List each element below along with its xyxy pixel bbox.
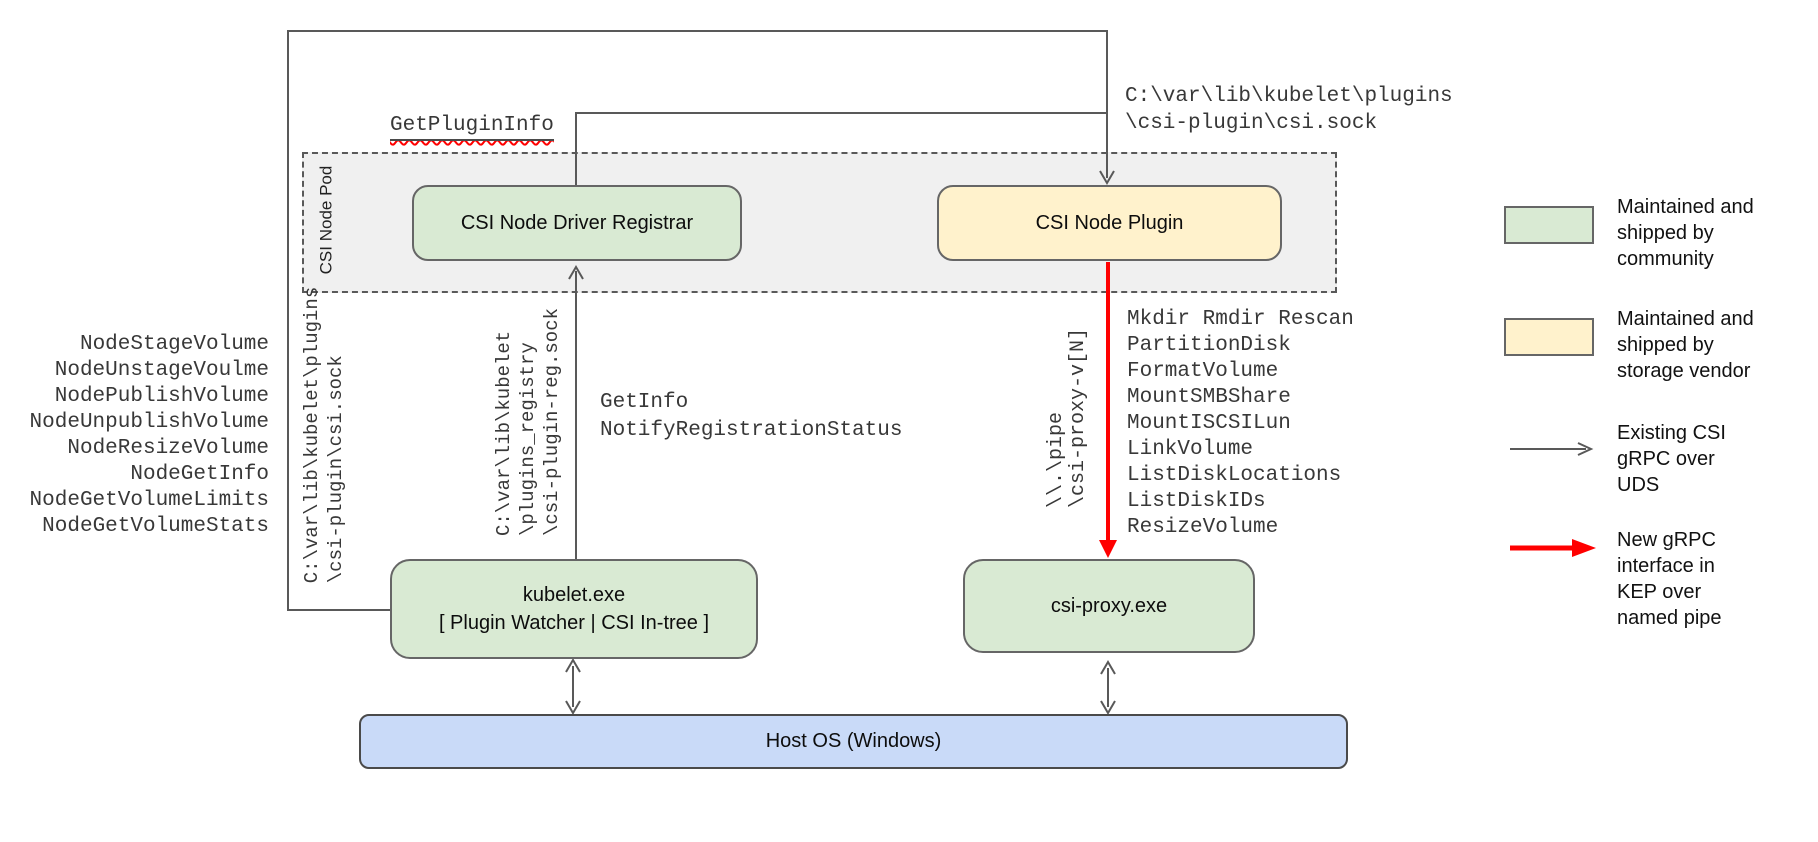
csi-sock-path-top: C:\var\lib\kubelet\plugins \csi-plugin\c…: [1125, 85, 1453, 135]
csi-proxy-label: csi-proxy.exe: [1050, 594, 1168, 617]
host-os-box: Host OS (Windows): [359, 714, 1348, 769]
arrow-csiproxy-hostos-bidirectional: [1100, 660, 1116, 715]
csi-node-plugin-label: CSI Node Plugin: [1035, 211, 1184, 234]
kubelet-box: kubelet.exe [ Plugin Watcher | CSI In-tr…: [390, 559, 758, 659]
kubelet-label: kubelet.exe [ Plugin Watcher | CSI In-tr…: [438, 584, 710, 634]
legend-new-grpc-text: New gRPC interface in KEP over named pip…: [1617, 529, 1722, 629]
legend-community-swatch: [1504, 206, 1594, 244]
legend-existing-grpc-arrow: [1510, 442, 1594, 456]
legend-vendor-swatch: [1504, 318, 1594, 356]
csi-node-plugin-box: CSI Node Plugin: [937, 185, 1282, 261]
csi-proxy-box: csi-proxy.exe: [963, 559, 1255, 653]
csi-node-driver-registrar-box: CSI Node Driver Registrar: [412, 185, 742, 261]
host-os-label: Host OS (Windows): [765, 730, 942, 752]
csi-node-driver-registrar-label: CSI Node Driver Registrar: [460, 211, 694, 234]
arrow-kubelet-to-registrar-uds: [568, 265, 584, 559]
csi-proxy-calls-list: Mkdir Rmdir Rescan PartitionDisk FormatV…: [1127, 308, 1354, 539]
legend-vendor-text: Maintained and shipped by storage vendor: [1617, 308, 1754, 382]
arrow-plugin-to-csi-proxy-named-pipe: [1099, 262, 1117, 558]
legend-community-text: Maintained and shipped by community: [1617, 196, 1754, 270]
registration-calls-list: GetInfo NotifyRegistrationStatus: [600, 391, 903, 442]
legend-existing-grpc-text: Existing CSI gRPC over UDS: [1617, 422, 1726, 496]
node-grpc-calls-list: NodeStageVolume NodeUnstageVoulme NodePu…: [29, 333, 269, 538]
get-plugin-info-label: GetPluginInfo: [390, 113, 554, 149]
legend-new-grpc-arrow: [1510, 539, 1596, 557]
arrow-kubelet-hostos-bidirectional: [565, 658, 581, 715]
